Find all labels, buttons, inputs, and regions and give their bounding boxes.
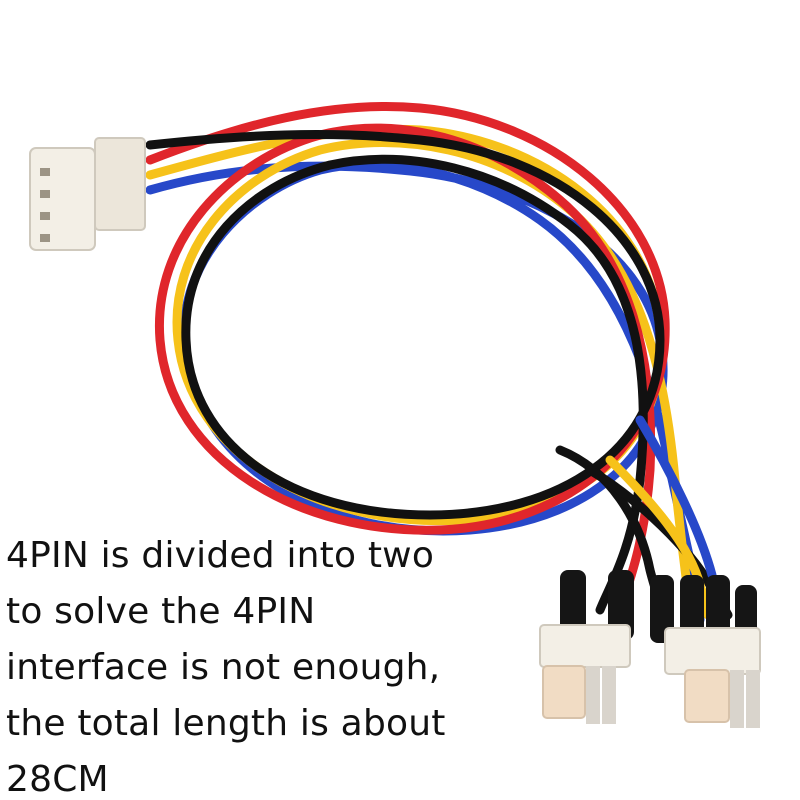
caption-line-4: the total length is about — [6, 703, 446, 744]
connector-3pin-right — [650, 575, 761, 728]
caption-line-5: 28CM — [6, 759, 109, 800]
caption-line-2: to solve the 4PIN — [6, 591, 316, 632]
connector-3pin-left — [539, 570, 634, 724]
connector-4pin-female — [29, 137, 146, 251]
wire-blue-split — [635, 415, 717, 580]
wire-black — [145, 130, 665, 615]
cable-loops — [145, 102, 733, 625]
caption-line-1: 4PIN is divided into two — [6, 535, 435, 576]
caption-line-3: interface is not enough, — [6, 647, 441, 688]
product-caption: 4PIN is divided into two to solve the 4P… — [6, 528, 526, 800]
